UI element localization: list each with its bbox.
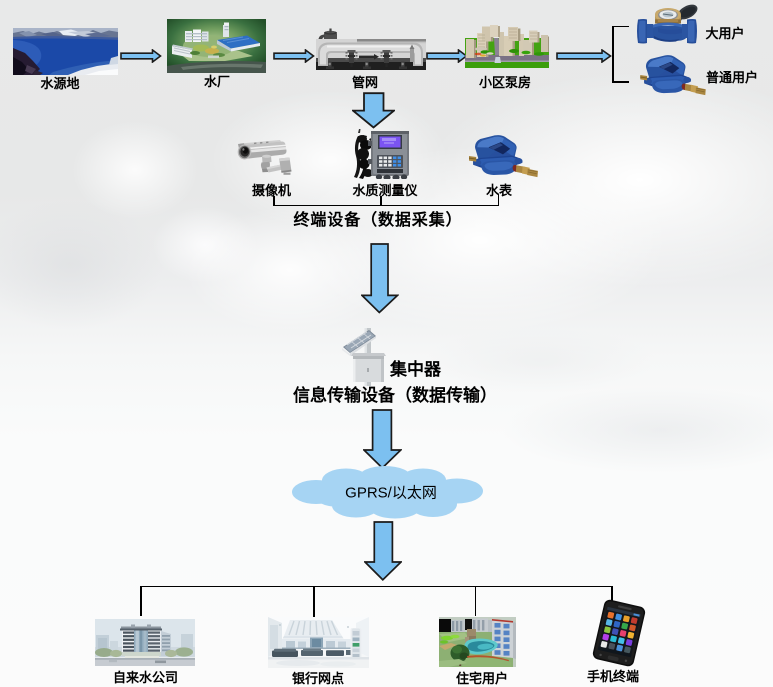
svg-text:GPRS/以太网: GPRS/以太网	[345, 485, 437, 502]
